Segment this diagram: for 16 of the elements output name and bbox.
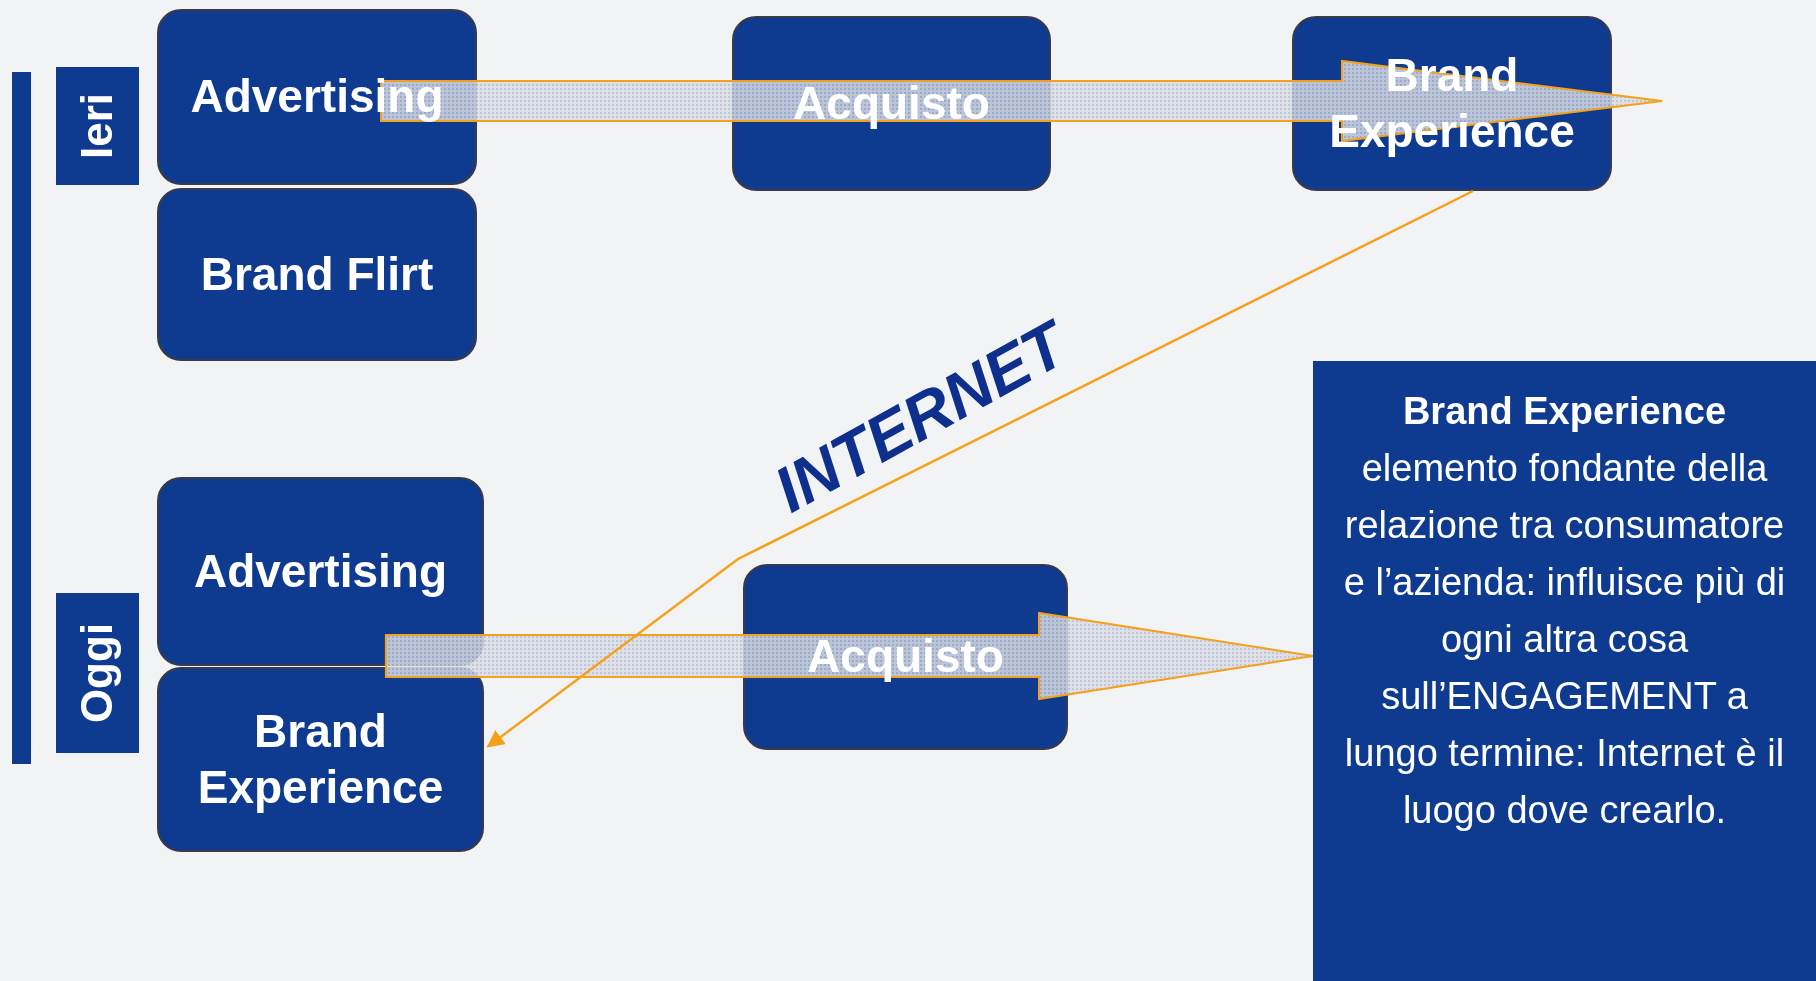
period-label: Oggi [72, 622, 123, 724]
stage-label: Acquisto [807, 629, 1004, 685]
timeline-bar [12, 72, 31, 764]
period-tag [56, 593, 139, 753]
period-tag [56, 67, 139, 185]
panel-heading: Brand Experience [1402, 389, 1727, 434]
stage-box [157, 667, 484, 852]
stage-box [157, 477, 484, 666]
stage-label: Brand Flirt [200, 246, 434, 302]
period-label: Ieri [72, 93, 123, 159]
panel-text: elemento fondante della relazione tra consumatore e l’azienda: influisce più di ogni altra cosa sull’ENGAGEMENT a lungo termine: Internet è il luogo dove crearlo. [1342, 446, 1787, 833]
stage-label: Brand Experience [196, 704, 445, 815]
stage-label: Advertising [193, 543, 447, 599]
stage-box [157, 188, 477, 361]
text-panel [1313, 361, 1816, 981]
stage-label: Acquisto [793, 75, 990, 131]
